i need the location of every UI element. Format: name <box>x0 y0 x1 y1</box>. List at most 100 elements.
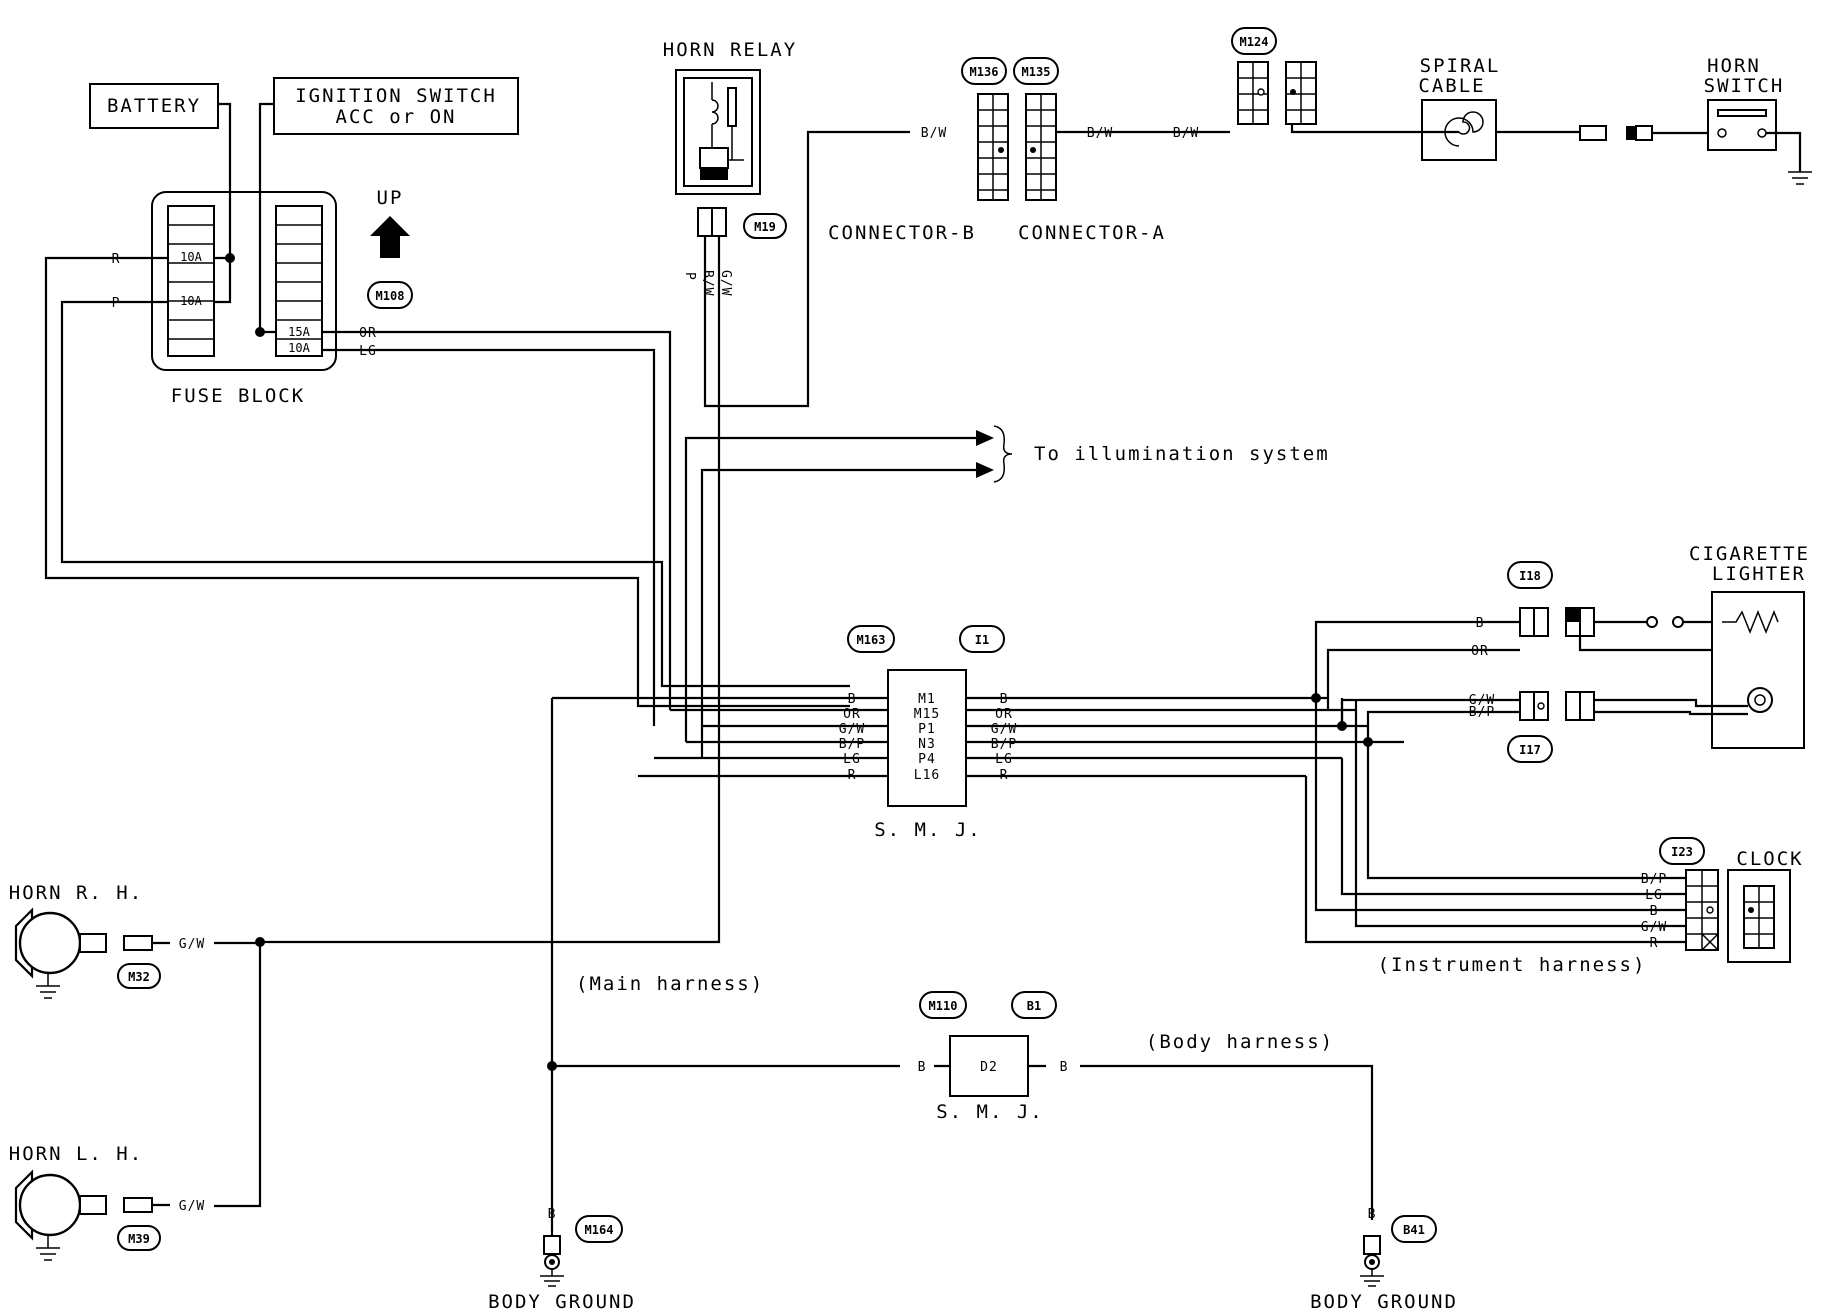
horn-switch-contact-icon <box>1717 109 1767 138</box>
ignition-switch-sub-label: ACC or ON <box>336 106 457 128</box>
wire-bw-relay: B/W <box>700 270 715 296</box>
cigarette-lighter-box <box>1711 591 1805 749</box>
connector-i1: I1 <box>975 633 989 647</box>
ground-terminal-right <box>1360 1235 1384 1287</box>
smj-mid-pin: N3 <box>918 737 936 752</box>
connector-m163: M163 <box>857 633 886 647</box>
connector-m164: M164 <box>585 1223 614 1237</box>
connector-tag-m110 <box>919 991 967 1019</box>
connector-tag-m136 <box>961 57 1007 85</box>
junction-dot <box>255 327 265 337</box>
connector-i18: I18 <box>1519 569 1541 583</box>
fuse-column-left <box>167 205 215 357</box>
spiral-label: SPIRAL <box>1420 55 1501 77</box>
battery-feed-wire <box>218 102 232 258</box>
wire-or-label: OR <box>359 326 377 341</box>
wire-bp-i17-label: B/P <box>1469 705 1495 720</box>
clock-pin: LG <box>1645 888 1663 903</box>
connector-tag-m164 <box>575 1215 623 1243</box>
cig-terminal <box>1672 616 1684 628</box>
connector-b41: B41 <box>1403 1223 1425 1237</box>
connector-b-label: CONNECTOR-B <box>828 222 976 244</box>
fuse-block <box>151 191 337 371</box>
wire-p-relay: P <box>682 272 697 281</box>
wire-i17-to-lighter-2 <box>1594 710 1748 716</box>
horn-rh-label: HORN R. H. <box>9 882 143 904</box>
wire-gw-to-i17 <box>1340 698 1520 726</box>
wire-or <box>322 330 672 710</box>
main-harness-label: (Main harness) <box>576 973 764 995</box>
smj-mid-pin: M15 <box>914 707 940 722</box>
smj-left-pin: OR <box>843 707 861 722</box>
connector-tag-b1 <box>1011 991 1057 1019</box>
fuse-column-right <box>275 205 323 357</box>
m124-connector-block <box>1237 61 1317 125</box>
fuse-10a-lg: 10A <box>288 341 310 355</box>
m19-plug-a <box>697 207 713 237</box>
ignition-feed-wire <box>258 102 276 334</box>
connector-m136: M136 <box>970 65 999 79</box>
wire-bw-relay-to-connector <box>703 130 910 408</box>
ground-icon <box>1788 171 1812 185</box>
wire-lg-label: LG <box>359 344 377 359</box>
clock-pin: R <box>1650 936 1659 951</box>
smj-right-pin: R <box>1000 768 1009 783</box>
spiral-icon <box>1444 111 1484 147</box>
connector-m108: M108 <box>376 289 405 303</box>
horn-relay-inner <box>683 77 753 187</box>
battery-label: BATTERY <box>107 95 201 117</box>
wire-b-to-i18 <box>1314 620 1520 698</box>
up-label: UP <box>377 187 404 209</box>
horn-rh-icon <box>14 907 107 999</box>
body-harness-label: (Body harness) <box>1146 1031 1334 1053</box>
horn-lh-icon <box>14 1169 107 1261</box>
wire-p <box>60 300 850 688</box>
connector-a-block <box>1025 93 1057 201</box>
wire-r <box>44 256 850 708</box>
wire-or-to-i18 <box>1326 648 1520 710</box>
horn-switch-sub-label: SWITCH <box>1704 75 1785 97</box>
wire-illum-1 <box>684 436 976 742</box>
smj-right-pin: B <box>1000 692 1009 707</box>
connector-b-block <box>977 93 1009 201</box>
clock-box <box>1727 869 1791 963</box>
connector-i17: I17 <box>1519 743 1541 757</box>
connector-m39: M39 <box>128 1232 150 1246</box>
connector-tag-m163 <box>847 625 895 653</box>
connector-tag-b41 <box>1391 1215 1437 1243</box>
battery-fuse-bus <box>215 256 232 304</box>
spiral-cable-box <box>1421 99 1497 161</box>
lighter-socket-inner <box>1754 694 1766 706</box>
spiral-sub-label: CABLE <box>1418 75 1485 97</box>
connector-m124: M124 <box>1240 35 1269 49</box>
smj-mid-pin: L16 <box>914 768 940 783</box>
smj-pin-rows <box>552 696 1404 778</box>
ignition-switch-label: IGNITION SWITCH <box>295 85 497 107</box>
smj-right-pin: OR <box>995 707 1013 722</box>
smj-left-pin: B <box>848 692 857 707</box>
connector-tag-m108 <box>367 281 413 309</box>
i18-connector-block <box>1519 607 1595 637</box>
smj-main-box <box>887 669 967 807</box>
fuse-block-label: FUSE BLOCK <box>171 385 305 407</box>
smj2-mid-pin: D2 <box>980 1060 998 1075</box>
cig-terminal <box>1646 616 1658 628</box>
clock-pin: B <box>1650 904 1659 919</box>
connector-tag-i1 <box>959 625 1005 653</box>
horn-rh-plug <box>123 935 153 951</box>
wire-bw-label-b: B/W <box>921 126 947 141</box>
up-arrow-icon <box>370 216 410 258</box>
smj-left-pin: G/W <box>839 722 865 737</box>
junction-dot <box>1337 721 1347 731</box>
spiral-plug <box>1579 125 1607 141</box>
i17-connector-block <box>1519 691 1595 721</box>
connector-b1: B1 <box>1027 999 1041 1013</box>
wire-b-i18-label: B <box>1476 616 1485 631</box>
cigarette-lighter-label: CIGARETTE <box>1689 543 1810 565</box>
smj-mid-pin: M1 <box>918 692 936 707</box>
wire-bp-to-i17 <box>1366 710 1520 742</box>
smj-left-pin: R <box>848 768 857 783</box>
ignition-switch-box <box>273 77 519 135</box>
connector-tag-m135 <box>1013 57 1059 85</box>
wire-gw-horn-rh-label: G/W <box>179 937 205 952</box>
